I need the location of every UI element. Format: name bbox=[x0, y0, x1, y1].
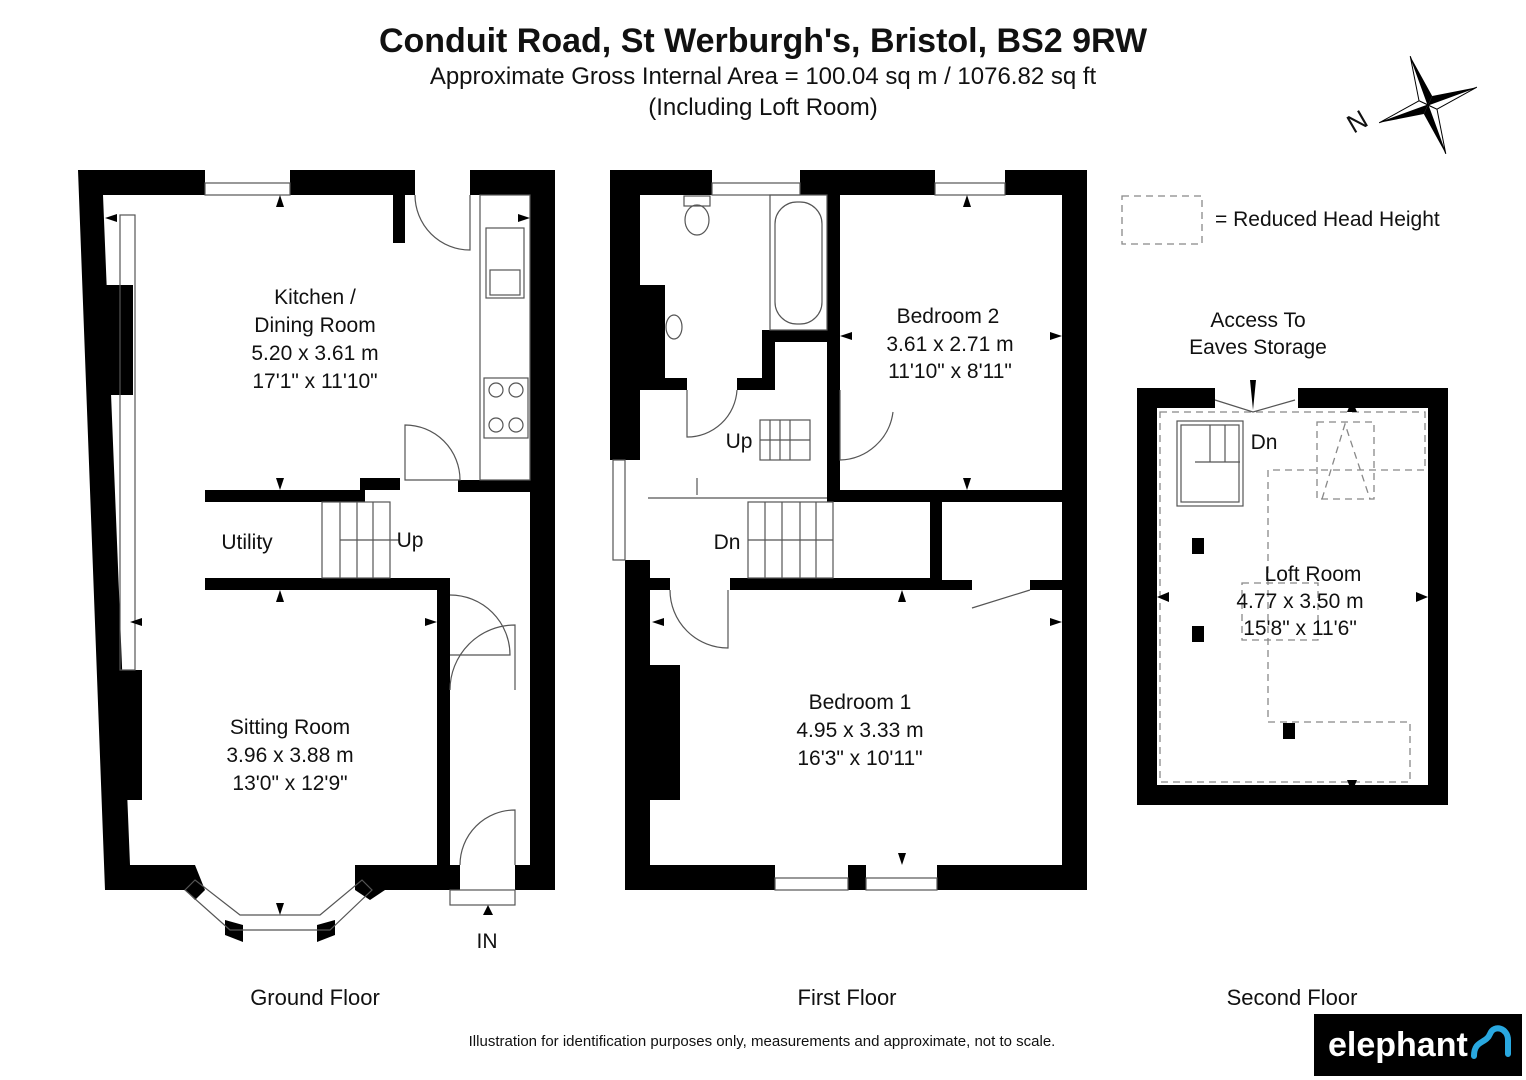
reduced-head-height-swatch bbox=[1121, 195, 1203, 245]
eaves-access-line2: Eaves Storage bbox=[1189, 336, 1327, 359]
ground-floor-label: Ground Floor bbox=[250, 985, 380, 1010]
first-floor-label: First Floor bbox=[798, 985, 897, 1010]
logo-text: elephant bbox=[1328, 1026, 1468, 1064]
bedroom2-name: Bedroom 2 bbox=[897, 305, 1000, 328]
sitting-room-imperial: 13'0" x 12'9" bbox=[232, 772, 347, 795]
kitchen-name-line2: Dining Room bbox=[254, 314, 375, 337]
bedroom1-metric: 4.95 x 3.33 m bbox=[796, 719, 923, 742]
ground-floor-dimension-arrows bbox=[105, 195, 530, 915]
second-floor-dimension-arrows bbox=[1157, 380, 1428, 792]
loft-room-name: Loft Room bbox=[1265, 563, 1362, 586]
bedroom2-metric: 3.61 x 2.71 m bbox=[886, 333, 1013, 356]
kitchen-name-line1: Kitchen / bbox=[274, 286, 356, 309]
utility-name: Utility bbox=[221, 531, 273, 554]
entrance-label: IN bbox=[477, 930, 498, 953]
second-stairs-down-label: Dn bbox=[1251, 431, 1278, 454]
first-floor-dimension-arrows bbox=[652, 195, 1062, 865]
loft-room-imperial: 15'8" x 11'6" bbox=[1243, 617, 1357, 640]
first-floor-walls bbox=[610, 170, 1087, 890]
kitchen-imperial: 17'1" x 11'10" bbox=[252, 370, 377, 393]
area-note: (Including Loft Room) bbox=[648, 94, 877, 121]
compass-north-label: N bbox=[1342, 104, 1373, 139]
ground-floor-walls bbox=[78, 170, 555, 942]
first-floor-fixtures bbox=[612, 182, 1031, 891]
sitting-room-name: Sitting Room bbox=[230, 716, 350, 739]
plan-title: Conduit Road, St Werburgh's, Bristol, BS… bbox=[379, 22, 1148, 60]
bedroom1-imperial: 16'3" x 10'11" bbox=[797, 747, 922, 770]
elephant-logo: elephant bbox=[1314, 1014, 1522, 1076]
ground-stairs-up-label: Up bbox=[397, 529, 424, 552]
disclaimer: Illustration for identification purposes… bbox=[469, 1033, 1056, 1050]
gross-area: Approximate Gross Internal Area = 100.04… bbox=[430, 63, 1097, 90]
eaves-access-line1: Access To bbox=[1210, 309, 1305, 332]
second-floor-walls bbox=[1137, 388, 1448, 805]
logo-trunk-icon bbox=[1471, 1025, 1511, 1059]
second-floor-label: Second Floor bbox=[1227, 985, 1358, 1010]
legend-label: = Reduced Head Height bbox=[1215, 208, 1440, 231]
ground-floor-fixtures bbox=[119, 182, 531, 931]
sitting-room-metric: 3.96 x 3.88 m bbox=[226, 744, 353, 767]
bedroom1-name: Bedroom 1 bbox=[809, 691, 912, 714]
bedroom2-imperial: 11'10" x 8'11" bbox=[888, 360, 1012, 383]
compass-icon bbox=[1378, 55, 1478, 155]
first-stairs-up-label: Up bbox=[726, 430, 753, 453]
second-floor-fixtures bbox=[1159, 399, 1426, 783]
kitchen-metric: 5.20 x 3.61 m bbox=[251, 342, 378, 365]
first-stairs-down-label: Dn bbox=[714, 531, 741, 554]
loft-room-metric: 4.77 x 3.50 m bbox=[1236, 590, 1363, 613]
